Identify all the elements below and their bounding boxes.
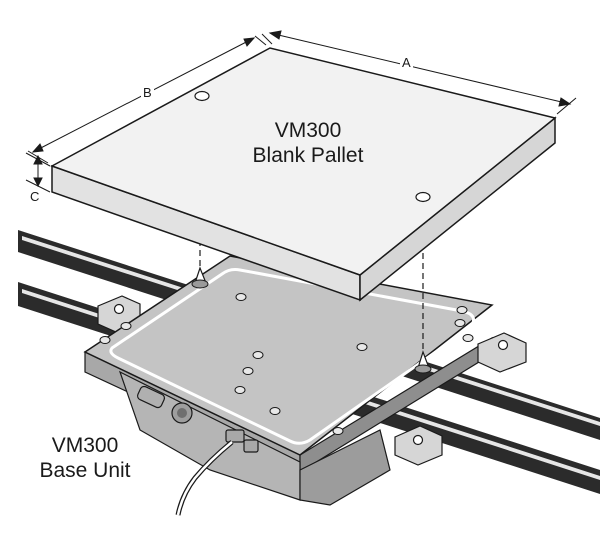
- base-fittings: [136, 385, 259, 516]
- pallet-pin-hole-rear: [194, 90, 210, 102]
- base-plate-screws: [99, 293, 474, 435]
- base-plate: [83, 255, 494, 456]
- pallet-title-line1: VM300: [274, 119, 342, 142]
- clamp-screw-left: [113, 303, 125, 315]
- valve-knob-center: [177, 408, 187, 418]
- blank-pallet: [50, 47, 557, 302]
- air-fitting-1: [225, 429, 245, 443]
- clamp-screw-front: [412, 434, 424, 446]
- dimension-c: [25, 152, 51, 193]
- pallet-title-line2: Blank Pallet: [252, 144, 364, 167]
- dimension-a: [261, 30, 577, 115]
- base-title-line2: Base Unit: [39, 459, 131, 482]
- base-lower-housing: [118, 370, 301, 501]
- clamp-screw-right: [497, 339, 509, 351]
- valve-body: [136, 385, 166, 409]
- base-plate-top: [83, 255, 494, 456]
- pallet-top-face: [50, 47, 557, 276]
- dimension-b-label: B: [141, 85, 154, 100]
- dimension-a-label: A: [400, 55, 413, 70]
- base-plate-seal-groove: [109, 268, 476, 445]
- air-hose-inner: [176, 441, 233, 516]
- clamp-block-front: [394, 425, 443, 466]
- air-fitting-2: [243, 439, 259, 453]
- locating-pin-left-base: [191, 279, 209, 289]
- dimension-c-label: C: [30, 189, 40, 204]
- locating-pin-right-base: [414, 364, 432, 374]
- base-lower-housing-right: [299, 429, 391, 506]
- base-title-line1: VM300: [51, 434, 119, 457]
- pallet-pin-hole-front: [415, 191, 431, 203]
- clamp-block-right: [477, 332, 527, 373]
